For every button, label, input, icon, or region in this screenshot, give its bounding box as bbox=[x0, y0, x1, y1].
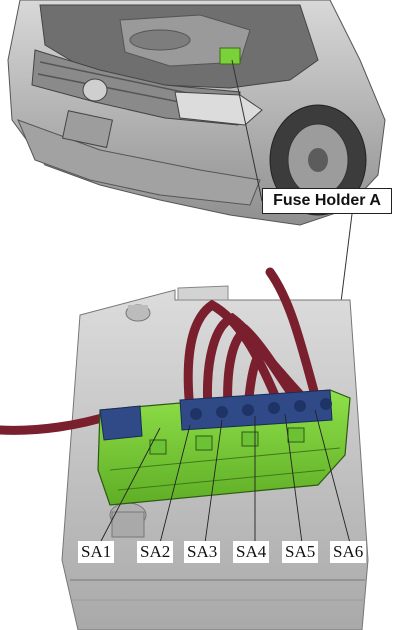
callout-leader-line-car bbox=[231, 59, 263, 202]
fuse-label-sa1: SA1 bbox=[78, 541, 115, 563]
fuse-label-sa3: SA3 bbox=[184, 541, 221, 563]
fuse-leader-lines bbox=[99, 409, 351, 544]
fuse-label-sa6: SA6 bbox=[330, 541, 367, 563]
cables bbox=[0, 267, 320, 435]
fuse-holder-a bbox=[97, 389, 351, 506]
fuse-label-sa2: SA2 bbox=[137, 541, 174, 563]
fuse-label-sa5: SA5 bbox=[282, 541, 319, 563]
fuse-holder-a-callout: Fuse Holder A bbox=[262, 188, 392, 214]
fuse-label-sa4: SA4 bbox=[233, 541, 270, 563]
car-front-illustration bbox=[7, 0, 386, 226]
